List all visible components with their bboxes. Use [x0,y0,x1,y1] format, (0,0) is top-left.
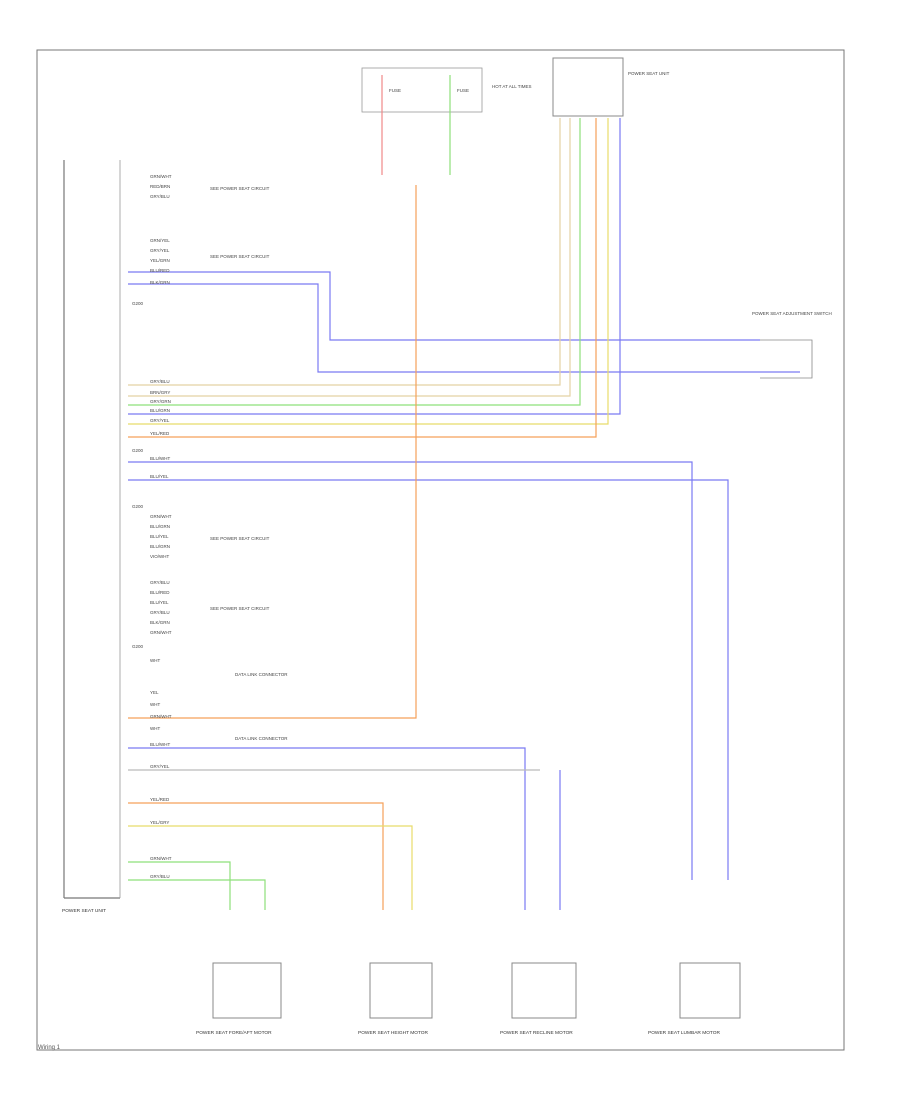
pin-label: GRN/WHT [150,714,172,719]
pin-label: GRN/YEL [150,238,170,243]
diagram-border [36,49,845,1051]
footer-label: Wiring 1 [38,1045,61,1051]
pin-label: WHT [150,726,160,731]
pin-label: BLU/GRN [150,524,170,529]
left-module: POWER SEAT UNIT [62,160,121,914]
pin-group-9: YEL/RED YEL/GRY [150,797,170,825]
pin-group-5: GRN/WHT BLU/GRN BLU/YEL BLU/GRN VIO/WHT … [150,514,270,559]
pin-label: GRY/BLU [150,194,170,199]
ref-note-2: SEE POWER SEAT CIRCUIT [210,254,270,259]
pin-label: BLU/WHT [150,742,171,747]
left-module-label: POWER SEAT UNIT [62,908,106,914]
right-switch-label: POWER SEAT ADJUSTMENT SWITCH [752,311,832,316]
pin-label: GRY/YEL [150,764,170,769]
pin-label: YEL/RED [150,431,170,436]
right-switch: POWER SEAT ADJUSTMENT SWITCH [752,311,832,379]
pin-label: BLU/GRN [150,408,170,413]
pin-label: GRN/WHT [150,514,172,519]
pin-group-4: BLU/WHT BLU/YEL [150,456,171,479]
pin-label: WHT [150,702,160,707]
pin-label: BRN/GRY [150,390,170,395]
fuse-note: HOT AT ALL TIMES [492,84,532,89]
pin-label: YEL [150,690,159,695]
pin-group-6: GRY/BLU BLU/RED BLU/YEL GRY/BLU BLK/GRN … [150,580,270,635]
pin-label: GRN/WHT [150,630,172,635]
pin-label: BLU/YEL [150,534,169,539]
pin-label: BLU/YEL [150,600,169,605]
pin-label: BLK/GRN [150,280,170,285]
pin-group-10: GRN/WHT GRY/BLU [150,856,172,879]
pin-label: GRN/WHT [150,174,172,179]
pin-label: YEL/GRY [150,820,169,825]
pin-label: GRY/BLU [150,874,170,879]
pin-label: BLU/RED [150,268,170,273]
pin-label: GRY/YEL [150,418,170,423]
pin-group-8: BLU/WHT GRY/YEL [150,742,171,769]
ref-note-4: SEE POWER SEAT CIRCUIT [210,606,270,611]
motor-label-4: POWER SEAT LUMBAR MOTOR [648,1030,720,1036]
pin-label: BLU/YEL [150,474,169,479]
pin-label: BLU/RED [150,590,170,595]
pin-label: VIO/WHT [150,554,169,559]
pin-label: YEL/RED [150,797,170,802]
pin-label: GRY/GRN [150,399,171,404]
pin-label: BLU/WHT [150,456,171,461]
pin-label: GRY/BLU [150,379,170,384]
fuse-label-1: FUSE [389,88,401,93]
pin-label: YEL/GRN [150,258,170,263]
pin-group-3: GRY/BLU BRN/GRY GRY/GRN BLU/GRN GRY/YEL … [150,379,171,436]
ref-note-1: SEE POWER SEAT CIRCUIT [210,186,270,191]
motor-label-1: POWER SEAT FORE/AFT MOTOR [196,1030,272,1036]
motor-lumbar: POWER SEAT LUMBAR MOTOR [648,962,741,1036]
ground-label: G200 [132,644,144,649]
wires [128,118,800,910]
pin-label: GRY/YEL [150,248,170,253]
ground-label: G200 [132,301,144,306]
fuse-block: FUSE FUSE HOT AT ALL TIMES [361,67,532,175]
fuse-label-2: FUSE [457,88,469,93]
motor-fore-aft: POWER SEAT FORE/AFT MOTOR [196,962,282,1036]
ground-labels: G200 G200 G200 G200 [132,301,144,649]
motor-label-2: POWER SEAT HEIGHT MOTOR [358,1030,429,1036]
motor-recline: POWER SEAT RECLINE MOTOR [500,962,577,1036]
motor-label-3: POWER SEAT RECLINE MOTOR [500,1030,573,1036]
dlc-note-2: DATA LINK CONNECTOR [235,736,288,741]
ref-note-3: SEE POWER SEAT CIRCUIT [210,536,270,541]
pin-label: WHT [150,658,160,663]
pin-group-2: GRN/YEL GRY/YEL YEL/GRN BLU/RED BLK/GRN … [150,238,270,285]
pin-label: BLU/GRN [150,544,170,549]
pin-label: BLK/GRN [150,620,170,625]
ground-label: G200 [132,504,144,509]
pin-label: GRY/BLU [150,610,170,615]
pin-label: GRY/BLU [150,580,170,585]
pin-label: RED/BRN [150,184,170,189]
motor-height: POWER SEAT HEIGHT MOTOR [358,962,433,1036]
top-right-module-label: POWER SEAT UNIT [628,71,670,76]
dlc-note-1: DATA LINK CONNECTOR [235,672,288,677]
ground-label: G200 [132,448,144,453]
pin-group-1: GRN/WHT RED/BRN GRY/BLU SEE POWER SEAT C… [150,174,270,199]
top-right-module: POWER SEAT UNIT [552,57,670,117]
pin-label: GRN/WHT [150,856,172,861]
pin-group-7: WHT YEL WHT GRN/WHT WHT DATA LINK CONNEC… [150,658,288,741]
